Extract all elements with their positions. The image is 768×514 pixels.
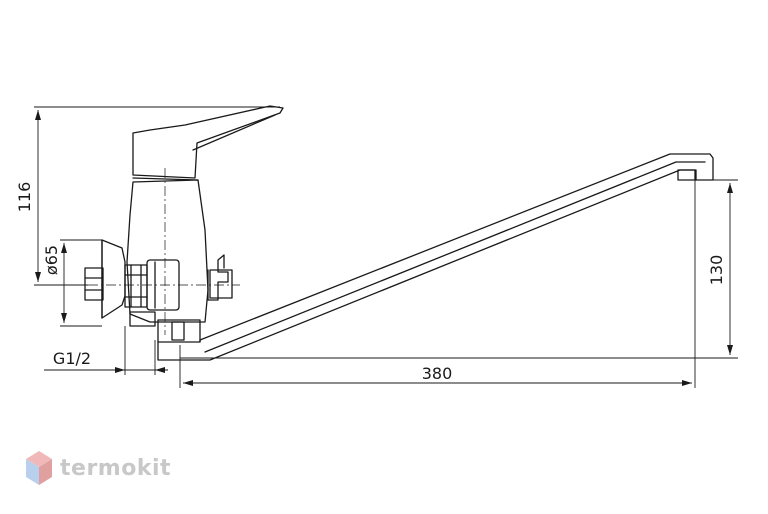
dim-text-116: 116 — [15, 182, 34, 213]
spout-inner — [204, 161, 706, 353]
wall-flange — [101, 239, 126, 319]
spout-swivel — [157, 319, 201, 343]
dim-text-g12: G1/2 — [53, 349, 91, 368]
eccentric-connector — [84, 267, 104, 301]
diverter-knob — [207, 254, 229, 301]
brand-logo: termokit — [24, 450, 171, 486]
mixer-lever — [132, 105, 284, 179]
termokit-logo-icon — [26, 451, 52, 485]
swivel-nut — [171, 321, 185, 341]
lower-fitting — [129, 311, 156, 327]
lever-inner-line — [192, 114, 276, 151]
aerator — [677, 169, 697, 181]
brand-name: termokit — [60, 455, 172, 481]
mixer-body — [126, 179, 209, 323]
dim-text-65: ø65 — [42, 245, 61, 275]
diverter-cap — [209, 269, 233, 299]
dim-text-130: 130 — [707, 255, 726, 286]
spout — [157, 153, 714, 361]
body-collar — [132, 177, 199, 181]
dim-text-380: 380 — [422, 364, 453, 383]
